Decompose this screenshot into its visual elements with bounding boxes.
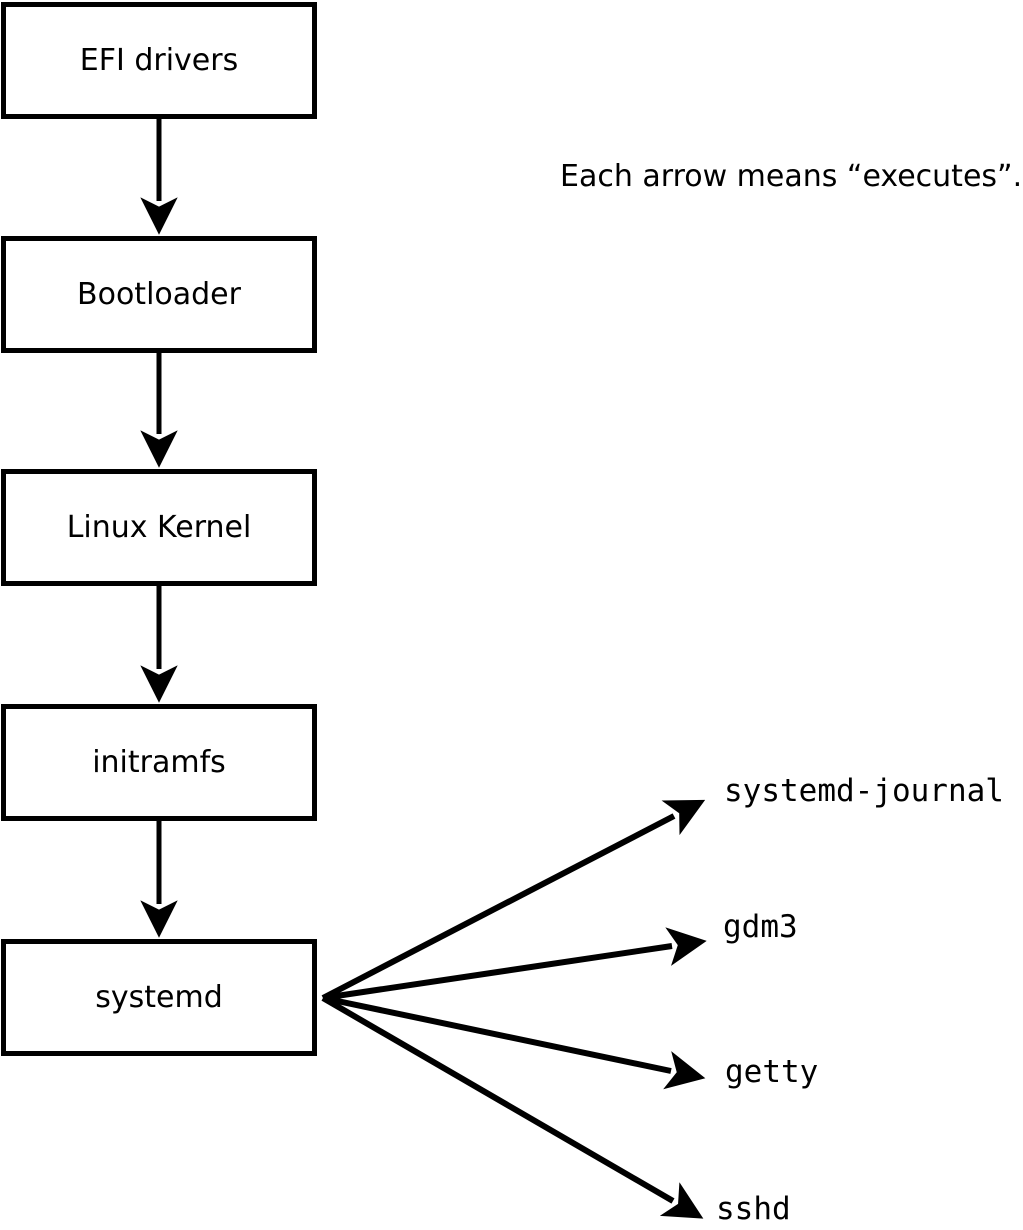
arrow-systemd-to-systemd-journal	[321, 799, 706, 1001]
node-systemd: systemd	[1, 939, 317, 1056]
arrow-systemd-to-gdm3	[322, 927, 707, 1001]
node-bootloader: Bootloader	[1, 236, 317, 353]
label-sshd: sshd	[716, 1191, 791, 1227]
label-gdm3: gdm3	[723, 909, 798, 945]
arrow-meaning-caption: Each arrow means “executes”.	[560, 159, 1023, 194]
arrow-systemd-to-sshd	[321, 995, 704, 1219]
label-getty: getty	[725, 1054, 819, 1090]
label-systemd-journal: systemd-journal	[724, 773, 1004, 809]
arrow-systemd-to-getty	[322, 995, 706, 1090]
node-initramfs: initramfs	[1, 704, 317, 821]
node-linux-kernel: Linux Kernel	[1, 469, 317, 586]
node-efi-drivers: EFI drivers	[1, 2, 317, 119]
